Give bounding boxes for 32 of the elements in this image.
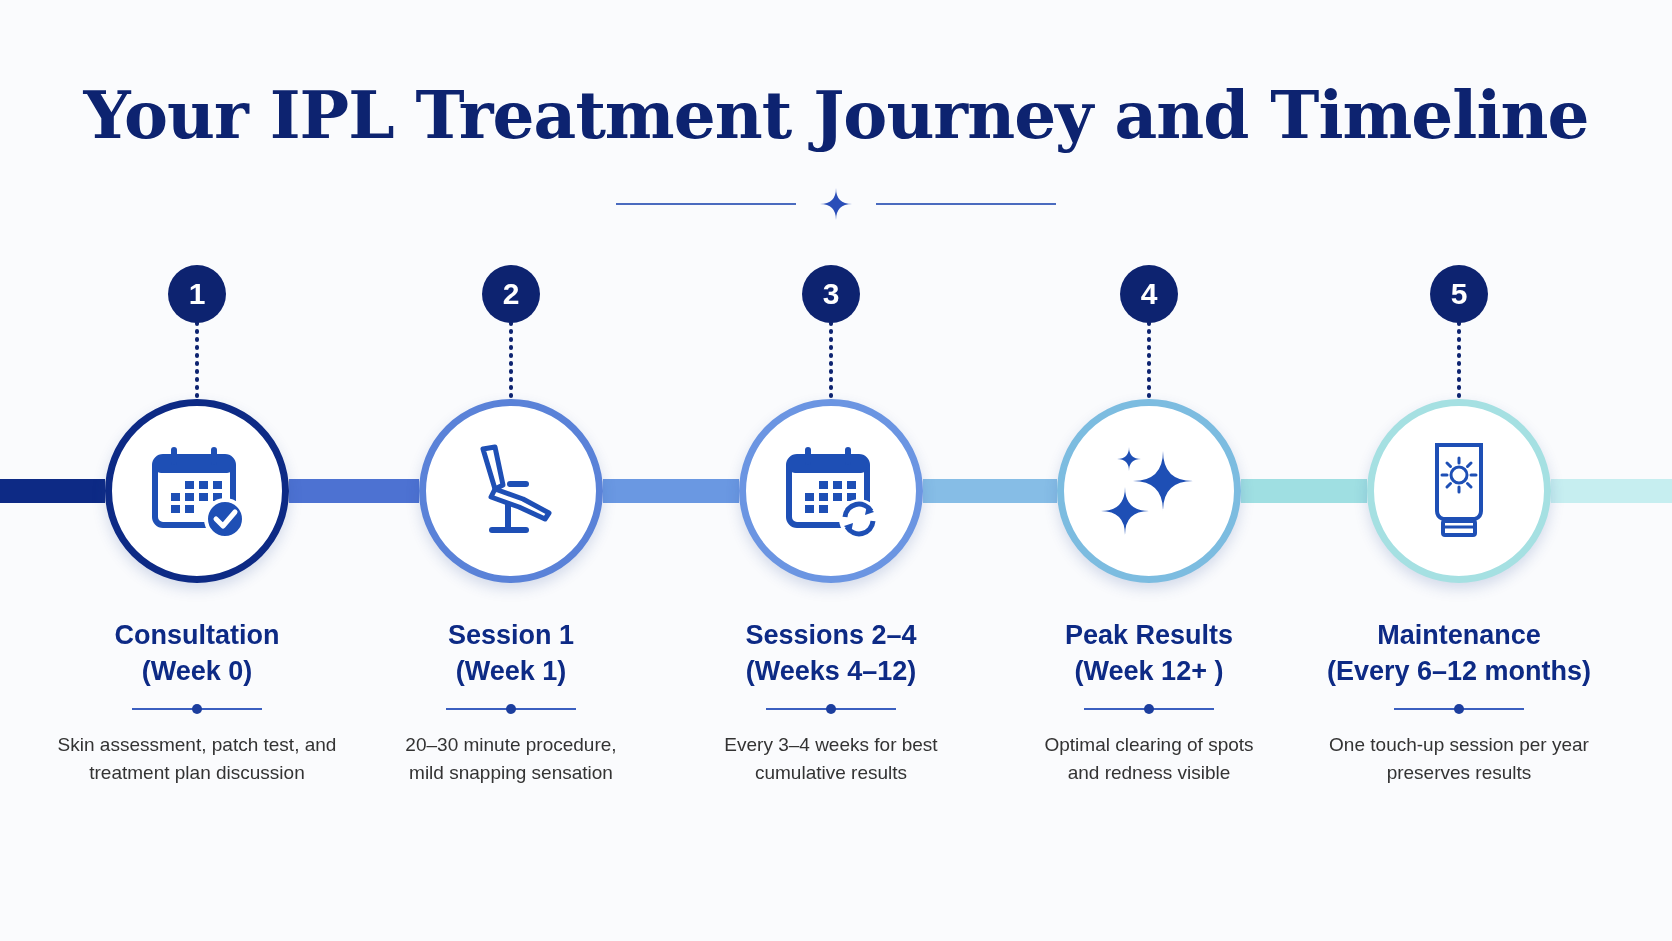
step-number-badge: 3 (802, 265, 860, 323)
dotted-connector (1147, 321, 1151, 401)
title: Your IPL Treatment Journey and Timeline (83, 76, 1589, 154)
step-number-badge: 5 (1430, 265, 1488, 323)
dotted-connector (1457, 321, 1461, 401)
step-heading: Maintenance (1377, 619, 1541, 652)
step-description: Skin assessment, patch test, and treatment plan discussion (56, 733, 338, 785)
step-description: Every 3–4 weeks for best cumulative results (723, 733, 939, 785)
timeline-bar (923, 479, 1057, 503)
step-number-badge: 4 (1120, 265, 1178, 323)
dotted-connector (195, 321, 199, 401)
step-description: One touch-up session per year preserves results (1328, 733, 1590, 785)
timeline-bar (1241, 479, 1367, 503)
step-heading: Sessions 2–4 (745, 619, 917, 652)
step-heading: Consultation (114, 619, 280, 652)
step-heading: (Week 12+ ) (1074, 655, 1224, 688)
step-number-badge: 1 (168, 265, 226, 323)
step-heading: (Weeks 4–12) (745, 655, 917, 688)
step-description: Optimal clearing of spots and redness visible (1043, 733, 1255, 785)
step-heading: Session 1 (447, 619, 575, 652)
step-heading: (Every 6–12 months) (1326, 655, 1592, 688)
timeline-bar (0, 479, 105, 503)
timeline-bar (289, 479, 419, 503)
step-heading: (Week 0) (141, 655, 253, 688)
timeline-bar (1551, 479, 1672, 503)
step-heading: Peak Results (1064, 619, 1234, 652)
dotted-connector (509, 321, 513, 401)
dotted-connector (829, 321, 833, 401)
step-description: 20–30 minute procedure, mild snapping sensation (404, 733, 618, 785)
step-heading: (Week 1) (455, 655, 567, 688)
step-number-badge: 2 (482, 265, 540, 323)
timeline-bar (603, 479, 739, 503)
